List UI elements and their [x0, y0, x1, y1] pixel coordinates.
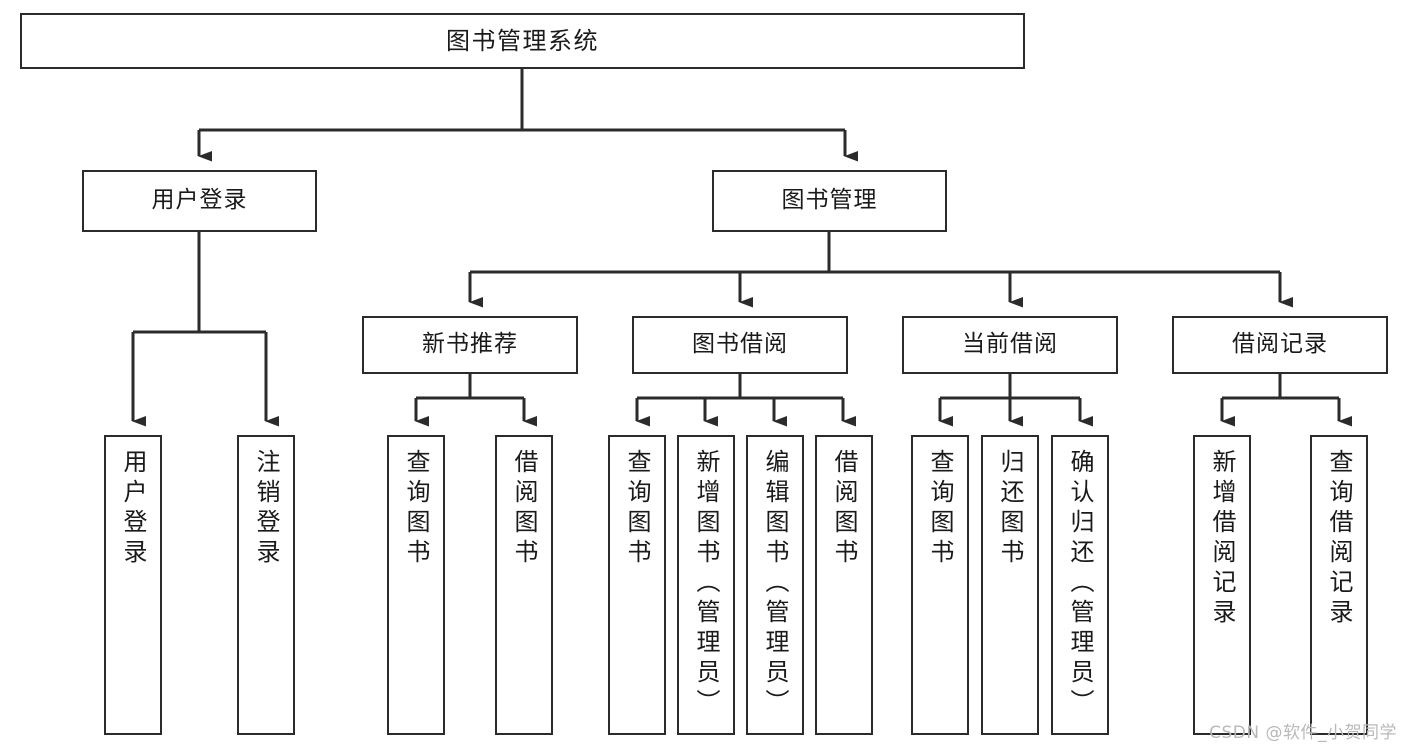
leaf-edit-book-admin[interactable]: 编辑图书（管理员）: [746, 435, 804, 735]
node-new-book-recommend[interactable]: 新书推荐: [362, 316, 578, 374]
node-root-book-management-system[interactable]: 图书管理系统: [20, 13, 1025, 69]
node-label: 图书借阅: [692, 331, 788, 358]
node-label: 查询图书: [926, 449, 954, 569]
leaf-logout[interactable]: 注销登录: [237, 435, 295, 735]
node-label: 编辑图书（管理员）: [761, 449, 789, 719]
node-user-login[interactable]: 用户登录: [82, 170, 317, 232]
watermark-text: CSDN @软件_小贺同学: [1209, 723, 1397, 743]
node-book-borrow[interactable]: 图书借阅: [632, 316, 848, 374]
node-label: 新增图书（管理员）: [692, 449, 720, 719]
node-label: 新增借阅记录: [1208, 449, 1236, 629]
node-label: 新书推荐: [422, 331, 518, 358]
node-label: 用户登录: [151, 187, 248, 214]
node-label: 注销登录: [252, 449, 280, 569]
node-label: 用户登录: [119, 449, 147, 569]
node-borrow-record[interactable]: 借阅记录: [1172, 316, 1388, 374]
leaf-return-book[interactable]: 归还图书: [981, 435, 1039, 735]
leaf-query-book-borrow[interactable]: 查询图书: [608, 435, 666, 735]
leaf-borrow-book-recommend[interactable]: 借阅图书: [495, 435, 553, 735]
node-label: 归还图书: [996, 449, 1024, 569]
node-label: 当前借阅: [962, 331, 1058, 358]
node-label: 借阅图书: [830, 449, 858, 569]
leaf-confirm-return-admin[interactable]: 确认归还（管理员）: [1051, 435, 1109, 735]
leaf-user-login[interactable]: 用户登录: [104, 435, 162, 735]
leaf-add-borrow-record[interactable]: 新增借阅记录: [1193, 435, 1251, 735]
node-label: 借阅图书: [510, 449, 538, 569]
leaf-query-book-recommend[interactable]: 查询图书: [387, 435, 445, 735]
node-label: 借阅记录: [1232, 331, 1328, 358]
leaf-add-book-admin[interactable]: 新增图书（管理员）: [677, 435, 735, 735]
leaf-query-book-current[interactable]: 查询图书: [911, 435, 969, 735]
node-book-management[interactable]: 图书管理: [712, 170, 947, 232]
node-label: 查询图书: [623, 449, 651, 569]
node-label: 图书管理: [781, 187, 878, 214]
leaf-query-borrow-record[interactable]: 查询借阅记录: [1310, 435, 1368, 735]
node-label: 确认归还（管理员）: [1066, 449, 1094, 719]
node-label: 查询借阅记录: [1325, 449, 1353, 629]
node-label: 图书管理系统: [446, 26, 599, 55]
node-label: 查询图书: [402, 449, 430, 569]
leaf-borrow-book[interactable]: 借阅图书: [815, 435, 873, 735]
node-current-borrow[interactable]: 当前借阅: [902, 316, 1118, 374]
